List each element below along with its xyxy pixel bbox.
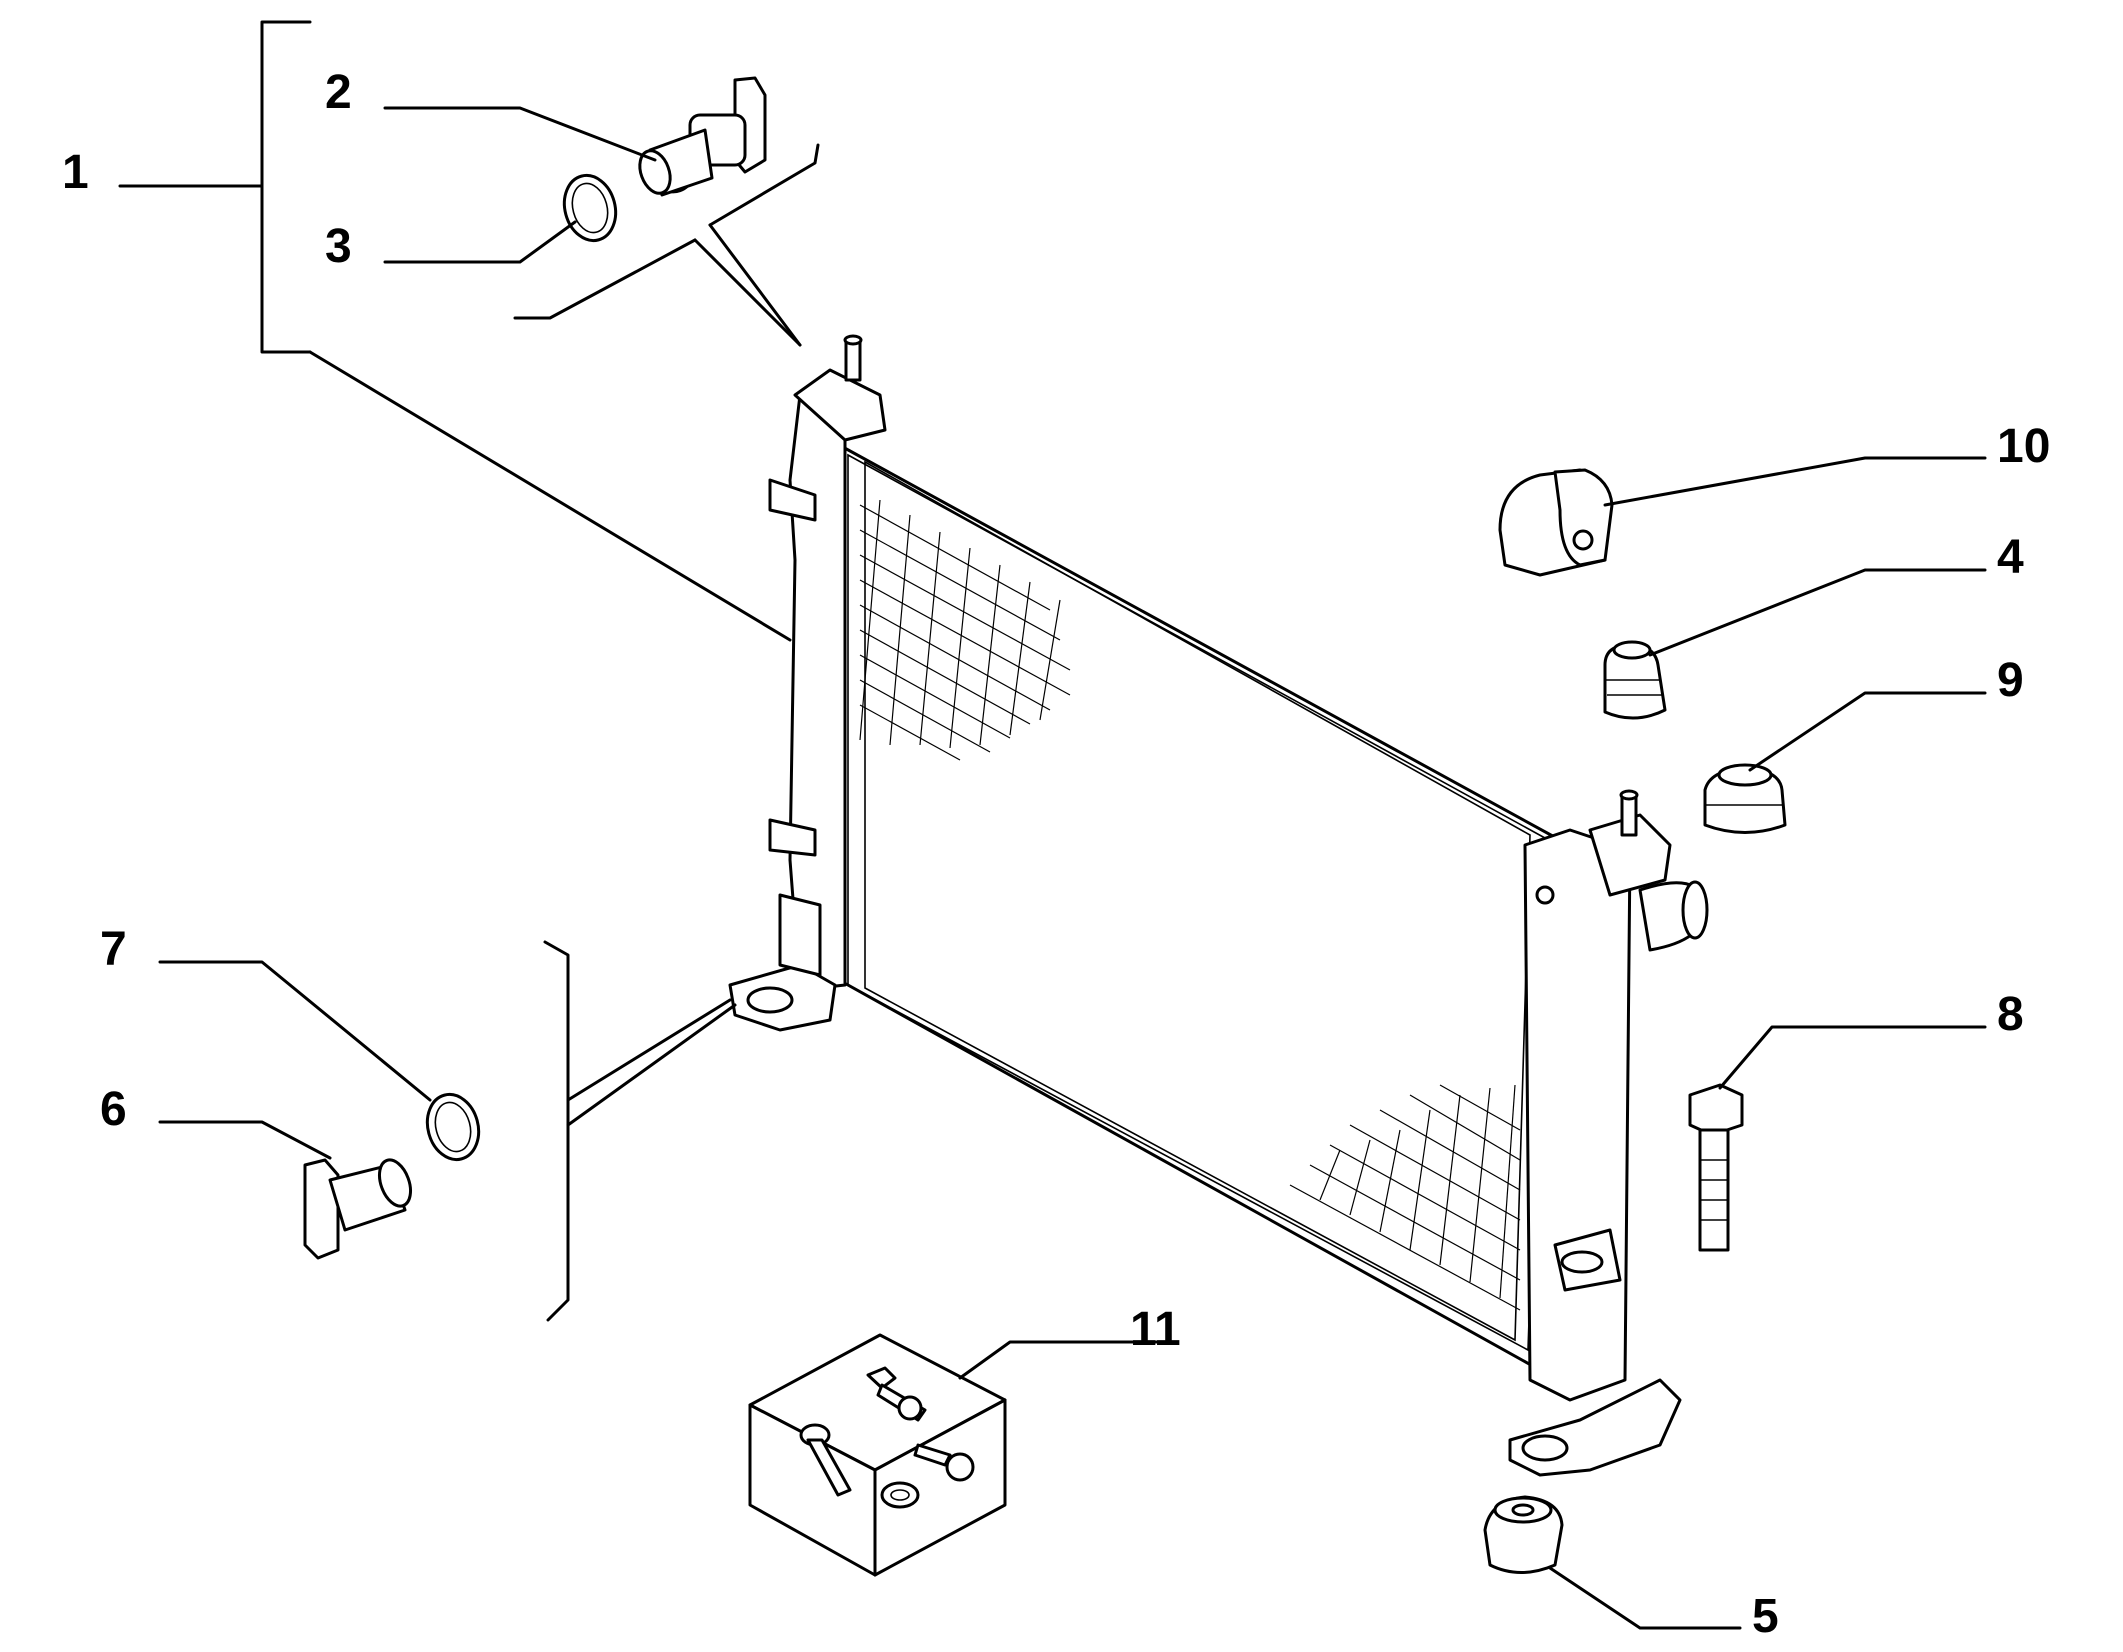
callout-11: 11 bbox=[1130, 1303, 1181, 1356]
lower-mount-nut bbox=[1483, 1495, 1564, 1574]
drain-plug-bottom bbox=[303, 1158, 413, 1260]
callout-1: 1 bbox=[62, 146, 89, 199]
kit-bolt-2 bbox=[799, 1423, 852, 1497]
kit-nut bbox=[880, 1481, 920, 1509]
o-ring-bottom bbox=[425, 1092, 481, 1162]
rubber-grommet bbox=[1703, 763, 1787, 834]
radiator bbox=[728, 334, 1709, 1477]
fin-grid-lower-right bbox=[1289, 1084, 1521, 1311]
callout-5: 5 bbox=[1752, 1590, 1779, 1643]
callout-3: 3 bbox=[325, 220, 352, 273]
leader-lines bbox=[118, 20, 1987, 1630]
mounting-bolt bbox=[1688, 1083, 1744, 1252]
callout-4: 4 bbox=[1997, 531, 2024, 584]
rubber-bushing-small bbox=[1603, 640, 1667, 720]
callout-2: 2 bbox=[325, 66, 352, 119]
left-tank bbox=[728, 334, 887, 1032]
kit-bolt-1 bbox=[866, 1366, 927, 1422]
callout-7: 7 bbox=[100, 923, 127, 976]
mount-pad bbox=[1498, 468, 1614, 577]
callout-10: 10 bbox=[1997, 420, 2050, 473]
callout-6: 6 bbox=[100, 1083, 127, 1136]
o-ring-top bbox=[562, 173, 618, 243]
callout-labels: 1 2 3 4 5 6 7 8 9 10 11 bbox=[62, 66, 2050, 1643]
right-tank bbox=[1508, 789, 1709, 1477]
fin-grid-upper-left bbox=[859, 499, 1071, 761]
drain-plug-top bbox=[638, 76, 767, 197]
kit-bolt-3 bbox=[913, 1443, 975, 1482]
callout-9: 9 bbox=[1997, 654, 2024, 707]
hardware-kit-box bbox=[748, 1333, 1007, 1577]
callout-8: 8 bbox=[1997, 988, 2024, 1041]
